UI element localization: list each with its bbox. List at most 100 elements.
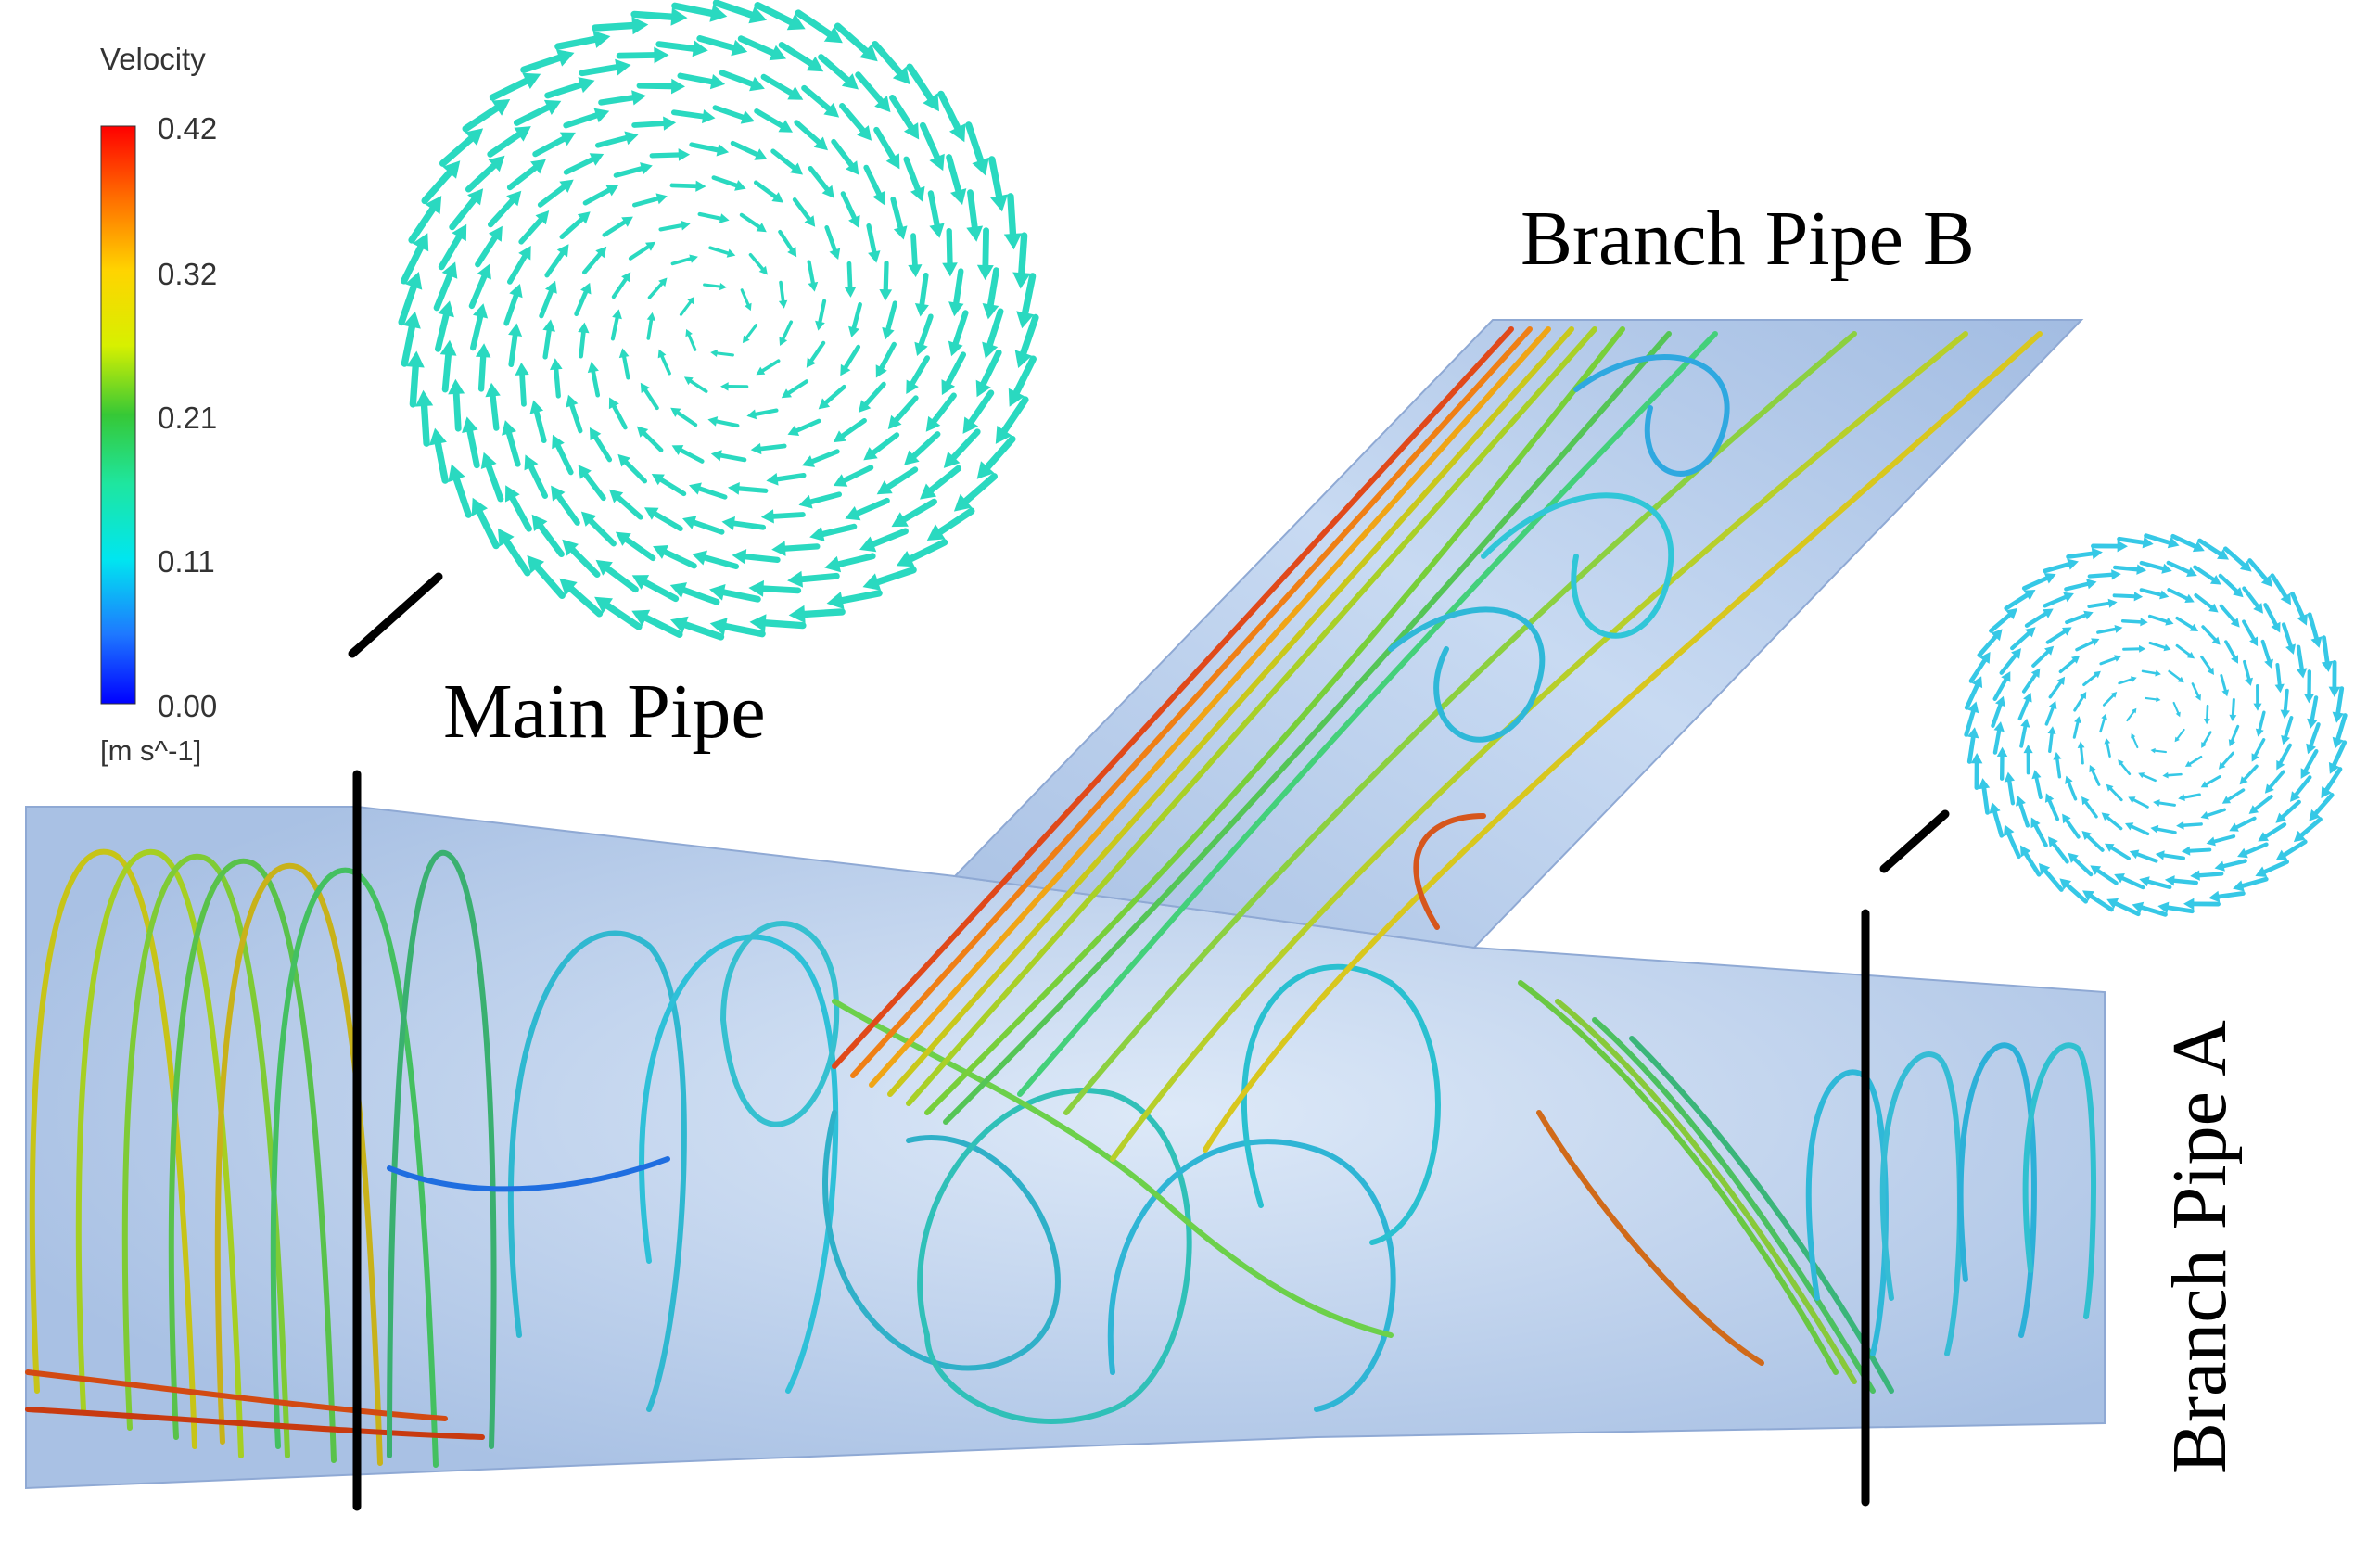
velocity-vector-head (728, 482, 740, 495)
velocity-vector-head (2044, 645, 2055, 656)
velocity-vector (2139, 588, 2166, 598)
velocity-vector-head (2209, 575, 2221, 585)
velocity-vector-head (550, 358, 563, 371)
velocity-vector-head (657, 349, 667, 359)
velocity-vector-head (976, 264, 994, 281)
velocity-vector-head (2255, 866, 2268, 877)
velocity-vector (2041, 866, 2064, 892)
velocity-vector (890, 395, 919, 427)
velocity-vector-head (732, 549, 747, 565)
velocity-vector (2247, 558, 2271, 584)
velocity-vector (2010, 629, 2033, 651)
velocity-vector-head (2230, 618, 2240, 628)
legend-title: Velocity (100, 42, 206, 76)
velocity-vector-head (806, 357, 816, 368)
velocity-vector-head (593, 108, 610, 123)
velocity-vector (2201, 731, 2212, 746)
velocity-vector-head (2285, 643, 2296, 655)
velocity-vector (1964, 680, 1981, 710)
streamline (822, 1110, 1061, 1371)
velocity-vector-head (1989, 802, 2001, 814)
velocity-vector (910, 233, 919, 272)
velocity-vector-head (778, 299, 788, 309)
velocity-vector (631, 196, 664, 208)
velocity-vector-head (2091, 638, 2100, 646)
velocity-vector (758, 359, 781, 375)
velocity-vector-head (2059, 878, 2072, 890)
velocity-vector (903, 156, 923, 197)
velocity-vector-head (910, 185, 925, 202)
velocity-vector-head (2249, 636, 2259, 647)
velocity-vector (642, 386, 659, 411)
velocity-vector (2005, 828, 2021, 860)
velocity-vector-head (2074, 716, 2081, 724)
velocity-vector (2322, 635, 2330, 668)
velocity-vector (530, 559, 566, 600)
velocity-vector (487, 194, 518, 228)
velocity-vector-head (1967, 727, 1979, 739)
velocity-vector (2082, 672, 2099, 687)
velocity-vector (937, 90, 963, 136)
velocity-vector-head (844, 287, 857, 298)
velocity-vector-head (2038, 862, 2051, 875)
velocity-vector (977, 349, 1002, 391)
velocity-vector (2064, 580, 2093, 592)
velocity-vector-head (758, 265, 768, 275)
branch-pipe-a-label: Branch Pipe A (2157, 1020, 2243, 1474)
velocity-vector (2219, 604, 2238, 625)
velocity-vector-head (680, 220, 691, 231)
velocity-vector (2236, 876, 2269, 889)
velocity-vector (902, 539, 948, 565)
velocity-vector-head (608, 397, 619, 410)
velocity-vector-head (982, 341, 999, 359)
velocity-vector-head (589, 427, 602, 441)
velocity-vector-head (802, 455, 815, 467)
velocity-vector-head (442, 160, 461, 179)
velocity-vector-head (2101, 713, 2107, 720)
velocity-vector (465, 159, 502, 193)
velocity-vector (1992, 725, 2002, 755)
velocity-vector-head (756, 366, 766, 376)
velocity-vector-head (2065, 775, 2073, 784)
velocity-vector (670, 109, 710, 121)
velocity-vector (477, 350, 487, 392)
velocity-vector-head (577, 211, 591, 224)
velocity-vector (716, 588, 761, 603)
velocity-vector (2179, 822, 2203, 828)
velocity-vector (2283, 688, 2289, 715)
velocity-vector (998, 396, 1029, 439)
velocity-vector (986, 267, 999, 313)
velocity-vector-head (995, 426, 1012, 444)
velocity-vector (671, 2, 720, 19)
velocity-vector (1018, 313, 1039, 362)
velocity-vector (439, 132, 479, 167)
velocity-vector-head (2293, 830, 2306, 843)
velocity-vector (506, 161, 542, 191)
velocity-vector-head (2105, 843, 2115, 852)
velocity-vector (927, 190, 941, 233)
velocity-vector-head (2264, 783, 2274, 794)
velocity-vector (628, 243, 653, 261)
velocity-vector (513, 102, 556, 126)
velocity-vector (2087, 601, 2114, 609)
velocity-vector (675, 446, 705, 464)
velocity-vector (2093, 867, 2119, 885)
velocity-vector-head (2221, 689, 2230, 697)
velocity-vector (697, 211, 726, 222)
velocity-vector (421, 165, 457, 205)
velocity-vector-head (2140, 618, 2148, 627)
velocity-vector (767, 512, 806, 520)
velocity-vector (669, 183, 702, 189)
velocity-vector (2066, 778, 2078, 801)
velocity-vector-head (631, 16, 649, 35)
velocity-vector-head (2150, 824, 2159, 834)
velocity-vector (594, 134, 633, 148)
velocity-vector (2046, 796, 2060, 821)
velocity-vector (867, 432, 900, 458)
velocity-vector (807, 449, 840, 465)
velocity-vector-head (2062, 627, 2072, 636)
velocity-vector (2136, 904, 2168, 917)
velocity-vector (489, 75, 535, 101)
velocity-vector (2191, 682, 2201, 699)
velocity-vector (487, 128, 527, 158)
